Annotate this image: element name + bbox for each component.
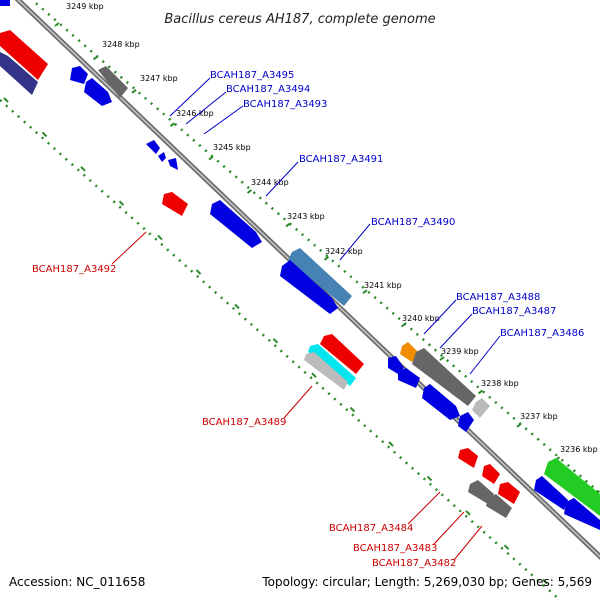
gene-feature[interactable] xyxy=(400,342,418,362)
gene-feature[interactable] xyxy=(422,384,460,420)
gene-feature[interactable] xyxy=(162,192,188,216)
tick-mark xyxy=(92,55,99,61)
tick-mark xyxy=(349,406,356,413)
gene-feature[interactable] xyxy=(308,344,356,386)
inner-dotted-ring xyxy=(0,99,561,600)
gene-label[interactable]: BCAH187_A3488 xyxy=(456,292,540,303)
kbp-label: 3239 kbp xyxy=(441,347,479,356)
gene-feature[interactable] xyxy=(458,412,474,432)
tick-mark xyxy=(234,303,240,310)
gene-feature[interactable] xyxy=(304,352,348,390)
gene-feature[interactable] xyxy=(398,368,420,388)
accession-text: Accession: NC_011658 xyxy=(9,575,145,589)
tick-mark xyxy=(208,155,214,161)
kbp-label: 3240 kbp xyxy=(402,314,440,323)
gene-label[interactable]: BCAH187_A3486 xyxy=(500,328,584,339)
tick-mark xyxy=(54,22,60,27)
tick-mark xyxy=(41,131,48,138)
gene-feature[interactable] xyxy=(564,498,600,530)
gene-feature[interactable] xyxy=(84,78,112,106)
gene-label[interactable]: BCAH187_A3490 xyxy=(371,217,455,228)
tick-mark xyxy=(362,289,368,295)
tick-mark xyxy=(246,189,253,194)
tick-mark xyxy=(542,578,548,585)
tick-mark xyxy=(118,200,125,206)
gene-label[interactable]: BCAH187_A3482 xyxy=(372,558,456,569)
gene-feature[interactable] xyxy=(168,158,178,170)
kbp-label: 3242 kbp xyxy=(325,247,363,256)
gene-feature[interactable] xyxy=(320,334,364,374)
gene-features xyxy=(0,0,600,530)
kbp-label: 3249 kbp xyxy=(66,2,104,11)
gene-label[interactable]: BCAH187_A3489 xyxy=(202,417,286,428)
kbp-label: 3247 kbp xyxy=(140,74,178,83)
gene-label[interactable]: BCAH187_A3492 xyxy=(32,264,116,275)
gene-feature[interactable] xyxy=(158,152,166,162)
gene-label[interactable]: BCAH187_A3487 xyxy=(472,306,556,317)
kbp-label: 3236 kbp xyxy=(560,445,598,454)
outer-dotted-ring xyxy=(30,0,600,494)
tick-mark xyxy=(131,89,137,94)
tick-mark xyxy=(169,122,176,127)
tick-mark xyxy=(516,422,522,428)
gene-feature[interactable] xyxy=(388,356,404,374)
gene-feature[interactable] xyxy=(280,260,338,314)
gene-feature[interactable] xyxy=(98,66,128,98)
gene-label[interactable]: BCAH187_A3493 xyxy=(243,99,327,110)
tick-mark xyxy=(285,222,291,228)
tick-mark xyxy=(311,372,317,378)
tick-mark xyxy=(80,166,86,172)
gene-label[interactable]: BCAH187_A3491 xyxy=(299,154,383,165)
gene-feature[interactable] xyxy=(0,52,38,95)
tick-mark xyxy=(388,441,394,447)
gene-feature[interactable] xyxy=(458,448,478,468)
kbp-label: 3248 kbp xyxy=(102,40,140,49)
tick-mark xyxy=(157,234,163,241)
tick-mark xyxy=(3,97,9,103)
gene-labels: BCAH187_A3495 BCAH187_A3494 BCAH187_A349… xyxy=(32,70,584,569)
topology-text: Topology: circular; Length: 5,269,030 bp… xyxy=(261,575,592,589)
gene-feature[interactable] xyxy=(146,140,160,154)
kbp-label: 3245 kbp xyxy=(213,143,251,152)
tick-mark xyxy=(503,544,510,550)
tick-mark xyxy=(323,255,330,261)
tick-mark xyxy=(477,389,484,395)
gene-feature[interactable] xyxy=(0,0,10,6)
tick-mark xyxy=(400,322,407,328)
gene-feature[interactable] xyxy=(472,398,490,418)
gene-label[interactable]: BCAH187_A3494 xyxy=(226,84,310,95)
kbp-label: 3238 kbp xyxy=(481,379,519,388)
gene-feature[interactable] xyxy=(288,248,352,306)
gene-feature[interactable] xyxy=(0,30,48,80)
kbp-label: 3243 kbp xyxy=(287,212,325,221)
gene-feature[interactable] xyxy=(498,482,520,504)
kbp-label: 3241 kbp xyxy=(364,281,402,290)
tick-mark xyxy=(272,338,279,344)
gene-label[interactable]: BCAH187_A3495 xyxy=(210,70,294,81)
kbp-scale: 3249 kbp 3248 kbp 3247 kbp 3246 kbp 3245… xyxy=(66,2,598,454)
kbp-label: 3237 kbp xyxy=(520,412,558,421)
tick-mark xyxy=(439,356,445,361)
kbp-tick-marks xyxy=(3,22,599,585)
kbp-label: 3246 kbp xyxy=(176,109,214,118)
gene-feature[interactable] xyxy=(486,494,512,518)
gene-feature[interactable] xyxy=(544,458,600,516)
gene-feature[interactable] xyxy=(534,476,568,510)
tick-mark xyxy=(426,475,433,482)
map-title: Bacillus cereus AH187, complete genome xyxy=(164,12,435,27)
tick-mark xyxy=(465,510,471,516)
gene-label[interactable]: BCAH187_A3484 xyxy=(329,523,413,534)
gene-feature[interactable] xyxy=(412,348,476,406)
gene-feature[interactable] xyxy=(210,200,262,248)
gene-feature[interactable] xyxy=(482,464,500,484)
tick-mark xyxy=(195,269,202,275)
gene-feature[interactable] xyxy=(468,480,494,504)
gene-label-leaders xyxy=(111,77,501,561)
gene-label[interactable]: BCAH187_A3483 xyxy=(353,543,437,554)
gene-feature[interactable] xyxy=(70,66,88,84)
kbp-label: 3244 kbp xyxy=(251,178,289,187)
